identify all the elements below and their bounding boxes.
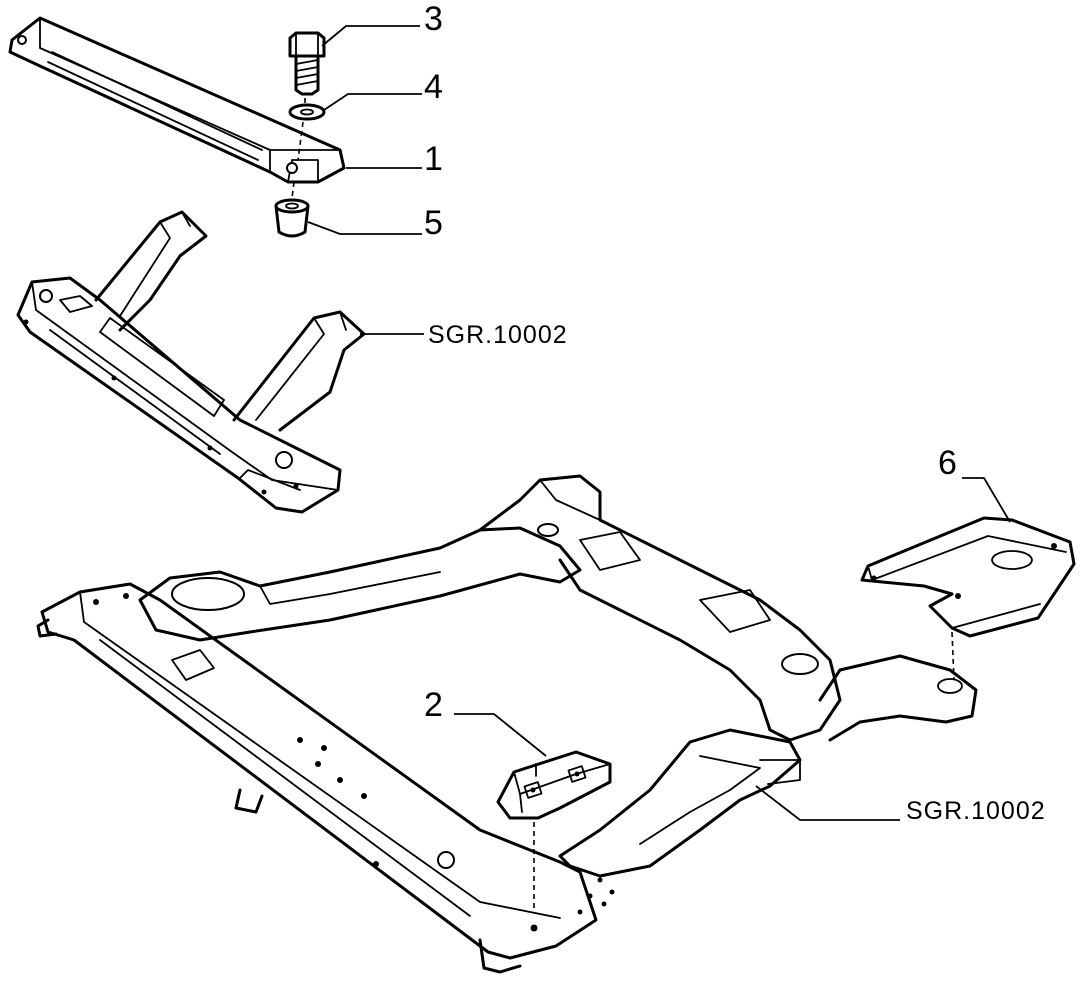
leader-3	[321, 25, 420, 47]
callout-2: 2	[424, 686, 443, 724]
ref-label-main-subframe: SGR.10002	[906, 797, 1046, 825]
part-1-cross-rail	[8, 16, 346, 184]
callout-5: 5	[424, 204, 443, 242]
part-5-bushing	[274, 198, 310, 238]
callout-3: 3	[424, 0, 443, 38]
callout-4: 4	[424, 68, 443, 106]
callout-6: 6	[938, 444, 957, 482]
leader-2	[454, 713, 547, 757]
assembly-axis-part-6	[951, 631, 955, 681]
leader-4	[323, 93, 422, 111]
leader-ref-lower	[755, 785, 900, 821]
upper-subframe-assembly	[16, 210, 366, 514]
ref-label-upper-subframe: SGR.10002	[428, 321, 568, 349]
main-subframe-assembly	[36, 474, 978, 974]
callout-1: 1	[424, 140, 443, 178]
part-6-mount-plate	[860, 516, 1076, 638]
leader-6	[962, 477, 1011, 523]
leader-5	[307, 221, 422, 235]
assembly-axis-upper	[291, 98, 306, 199]
part-4-washer	[288, 103, 326, 121]
part-2-mount-bracket	[496, 750, 612, 820]
part-3-bolt	[288, 31, 326, 96]
